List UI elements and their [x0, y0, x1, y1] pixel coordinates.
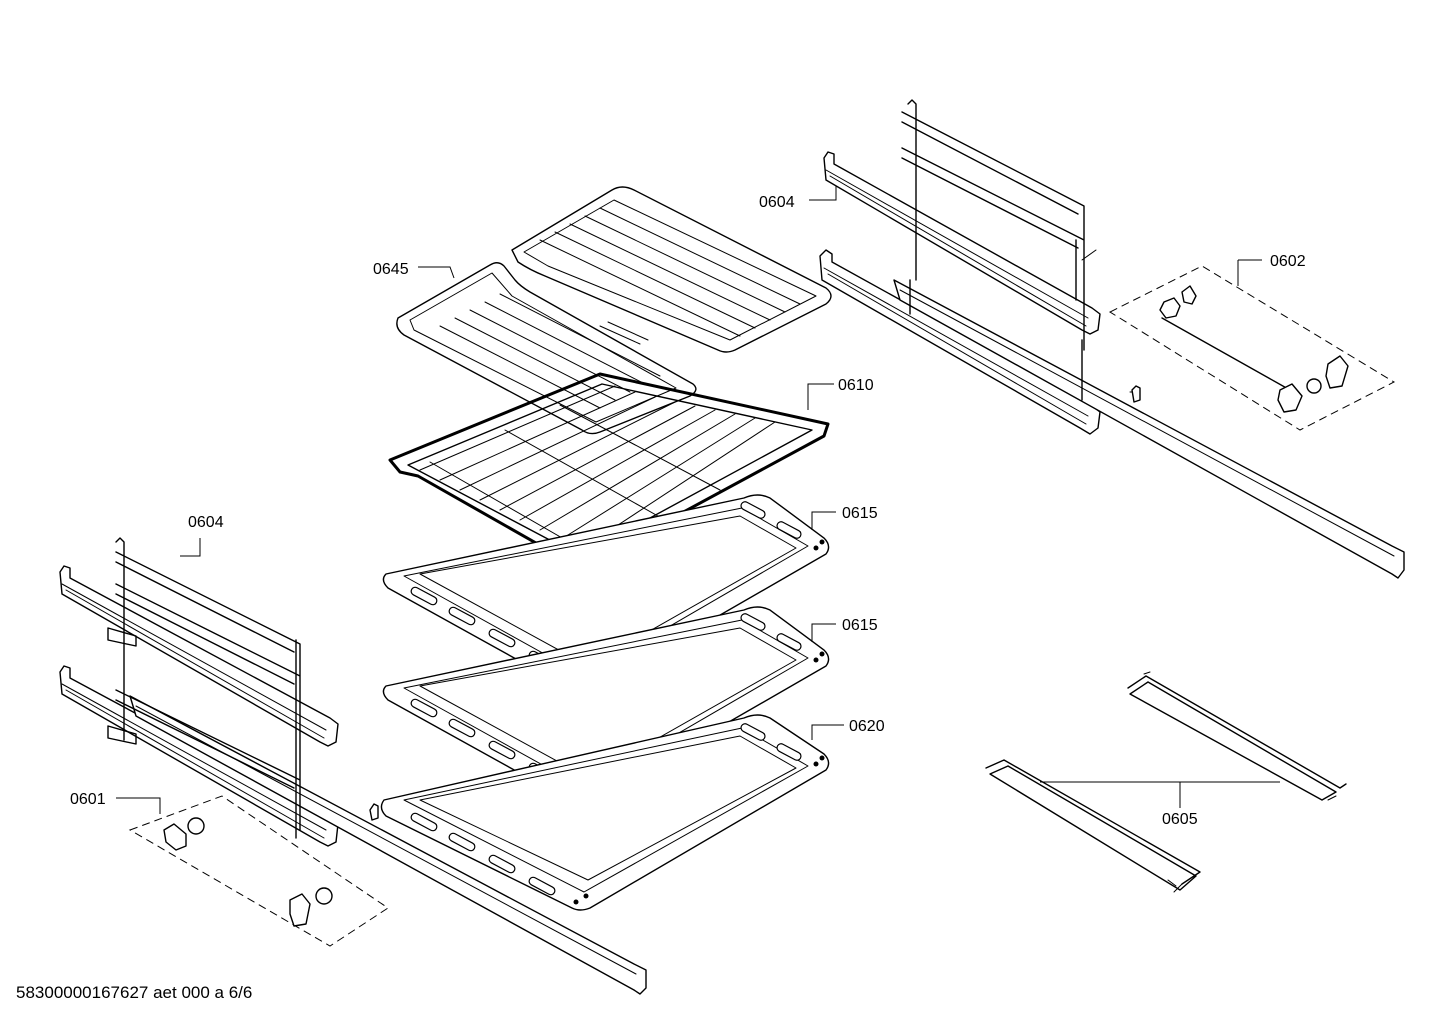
label-0615-bottom: 0615 [842, 617, 878, 634]
side-rail-assembly-0604-right [819, 99, 1405, 579]
label-0605: 0605 [1162, 811, 1198, 828]
grill-pan-insert-0645 [396, 186, 832, 435]
label-0601: 0601 [70, 791, 106, 808]
wire-rod-0605-upper [1127, 671, 1347, 801]
leader-lines [116, 186, 1280, 814]
fastener-kit-0602 [1108, 265, 1396, 431]
label-0615-top: 0615 [842, 505, 878, 522]
deep-tray-0620 [380, 714, 830, 911]
grill-pan-slots [439, 207, 801, 409]
label-0604-right: 0604 [759, 194, 795, 211]
wire-rack-0610 [388, 372, 830, 570]
wire-rack-bars [419, 385, 776, 555]
fastener-kit-0601 [128, 795, 389, 947]
label-0620: 0620 [849, 718, 885, 735]
wire-rod-0605-lower [985, 759, 1201, 893]
label-0604-left: 0604 [188, 514, 224, 531]
document-id: 58300000167627 aet 000 a 6/6 [16, 983, 252, 1002]
label-0602: 0602 [1270, 253, 1306, 270]
side-rail-assembly-0604-left [59, 537, 647, 995]
baking-tray-0615-bottom [382, 606, 830, 805]
label-0610: 0610 [838, 377, 874, 394]
label-0645: 0645 [373, 261, 409, 278]
